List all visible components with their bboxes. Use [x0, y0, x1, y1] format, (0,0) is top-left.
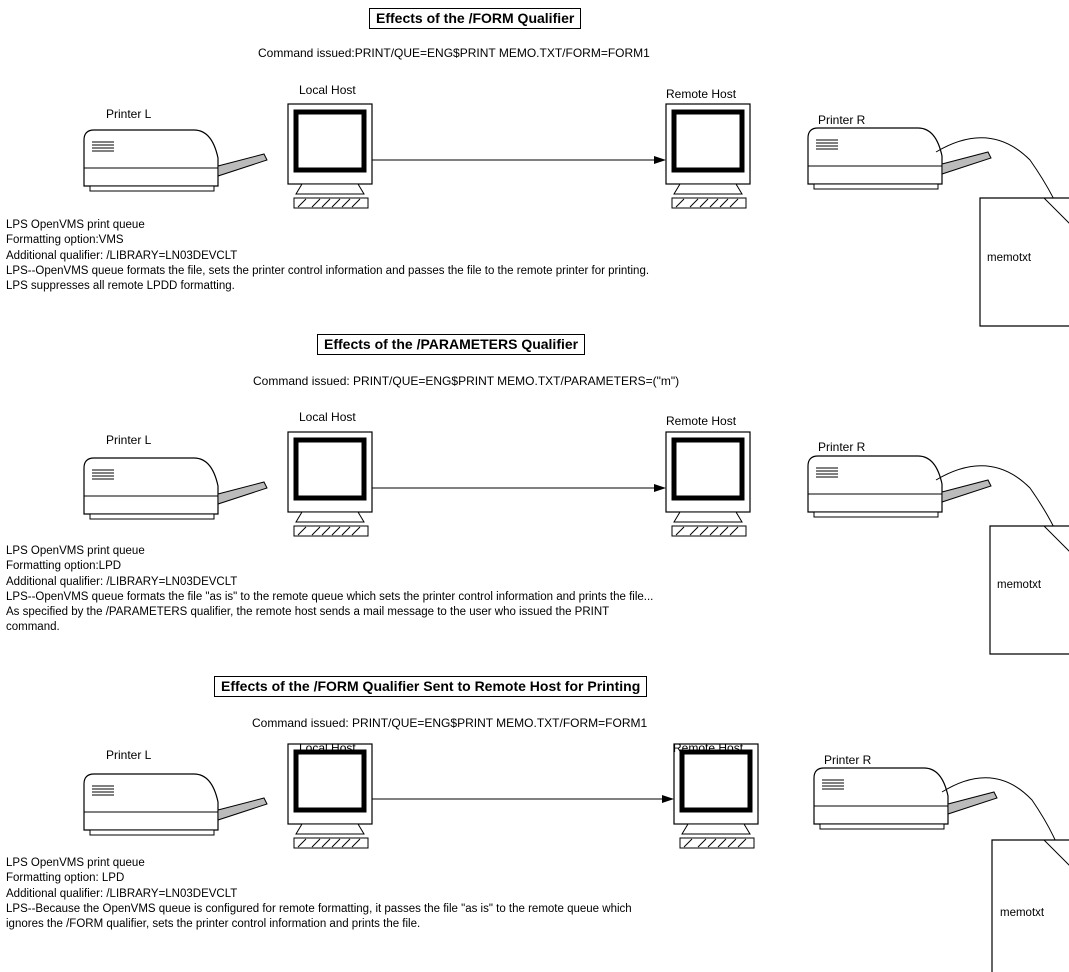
panel-title: Effects of the /FORM Qualifier — [369, 8, 582, 29]
description-line: LPS--OpenVMS queue formats the file, set… — [6, 264, 650, 277]
panel-artwork — [83, 431, 1069, 655]
memo-document-icon — [989, 525, 1069, 655]
description-line: Formatting option: LPD — [6, 872, 125, 885]
description-line: Formatting option:LPD — [6, 560, 122, 573]
description-line: LPS OpenVMS print queue — [6, 857, 145, 869]
memo-document-label: memotxt — [1000, 907, 1045, 919]
panel-artwork — [83, 103, 1069, 327]
description-line: Additional qualifier: /LIBRARY=LN03DEVCL… — [6, 575, 238, 588]
remote-host-label: Remote Host — [666, 414, 737, 428]
memo-document-label: memotxt — [987, 252, 1032, 264]
description-line: ignores the /FORM qualifier, sets the pr… — [6, 918, 421, 931]
local-host-label: Local Host — [299, 410, 356, 424]
diagram-panel-form-remote: Effects of the /FORM Qualifier Sent to R… — [0, 648, 1069, 972]
command-issued-text: Command issued: PRINT/QUE=ENG$PRINT MEMO… — [253, 374, 680, 388]
panel-description: LPS OpenVMS print queue Formatting optio… — [6, 856, 886, 932]
printer-r-icon — [807, 455, 992, 518]
local-host-label: Local Host — [299, 83, 356, 97]
description-line: Additional qualifier: /LIBRARY=LN03DEVCL… — [6, 249, 238, 262]
printer-l-icon — [83, 457, 268, 520]
command-issued-text: Command issued:PRINT/QUE=ENG$PRINT MEMO.… — [258, 46, 650, 60]
printer-l-label: Printer L — [106, 107, 152, 121]
description-line: Formatting option:VMS — [6, 234, 124, 247]
description-line: As specified by the /PARAMETERS qualifie… — [6, 606, 610, 619]
description-line: LPS OpenVMS print queue — [6, 219, 145, 231]
description-line: command. — [6, 621, 60, 634]
printer-r-label: Printer R — [818, 113, 866, 127]
description-line: LPS suppresses all remote LPDD formattin… — [6, 280, 235, 293]
command-issued-text: Command issued: PRINT/QUE=ENG$PRINT MEMO… — [252, 716, 648, 730]
remote-host-computer-icon — [673, 743, 759, 849]
diagram-panel-parameters: Effects of the /PARAMETERS Qualifier Com… — [0, 328, 1069, 655]
printer-l-label: Printer L — [106, 433, 152, 447]
remote-host-computer-icon — [665, 103, 751, 209]
panel-artwork — [83, 743, 1069, 972]
memo-document-label: memotxt — [997, 579, 1042, 591]
remote-host-computer-icon — [665, 431, 751, 537]
local-host-computer-icon — [287, 431, 373, 537]
memo-document-icon — [979, 197, 1069, 327]
memo-document-icon — [991, 839, 1069, 972]
printer-r-icon — [807, 127, 992, 190]
diagram-panel-form: Effects of the /FORM Qualifier Command i… — [0, 0, 1069, 327]
remote-host-label: Remote Host — [666, 87, 737, 101]
connection-arrow — [372, 795, 674, 803]
panel-title: Effects of the /PARAMETERS Qualifier — [317, 334, 586, 355]
panel-description: LPS OpenVMS print queue Formatting optio… — [6, 218, 886, 294]
connection-arrow — [372, 484, 666, 492]
local-host-computer-icon — [287, 103, 373, 209]
printer-r-label: Printer R — [818, 440, 866, 454]
local-host-label: Local Host — [299, 741, 356, 755]
panel-title: Effects of the /FORM Qualifier Sent to R… — [214, 676, 648, 697]
description-line: LPS OpenVMS print queue — [6, 545, 145, 557]
printer-l-icon — [83, 773, 268, 836]
printer-r-icon — [813, 767, 998, 830]
panel-description: LPS OpenVMS print queue Formatting optio… — [6, 544, 886, 636]
printer-l-label: Printer L — [106, 748, 152, 762]
local-host-computer-icon — [287, 743, 373, 849]
printer-r-label: Printer R — [824, 753, 872, 767]
description-line: Additional qualifier: /LIBRARY=LN03DEVCL… — [6, 887, 238, 900]
printer-l-icon — [83, 129, 268, 192]
connection-arrow — [372, 156, 666, 164]
description-line: LPS--Because the OpenVMS queue is config… — [6, 902, 632, 915]
remote-host-label: Remote Host — [673, 741, 744, 755]
description-line: LPS--OpenVMS queue formats the file "as … — [6, 590, 654, 603]
